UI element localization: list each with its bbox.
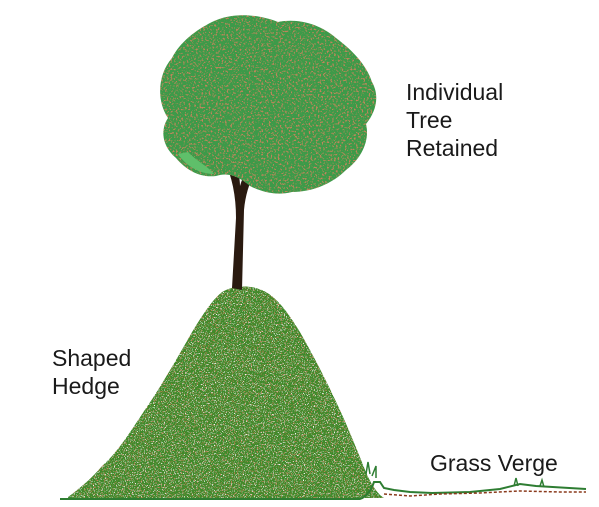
grass-verge-label: Grass Verge [430, 449, 558, 477]
tree-label-line-3: Retained [406, 134, 503, 162]
individual-tree-retained-label: Individual Tree Retained [406, 78, 503, 162]
hedge-label-line-2: Hedge [52, 372, 131, 400]
hedge-label-line-1: Shaped [52, 344, 131, 372]
grass-label-line-1: Grass Verge [430, 449, 558, 477]
tree-label-line-2: Tree [406, 106, 503, 134]
tree-label-line-1: Individual [406, 78, 503, 106]
shaped-hedge-label: Shaped Hedge [52, 344, 131, 400]
